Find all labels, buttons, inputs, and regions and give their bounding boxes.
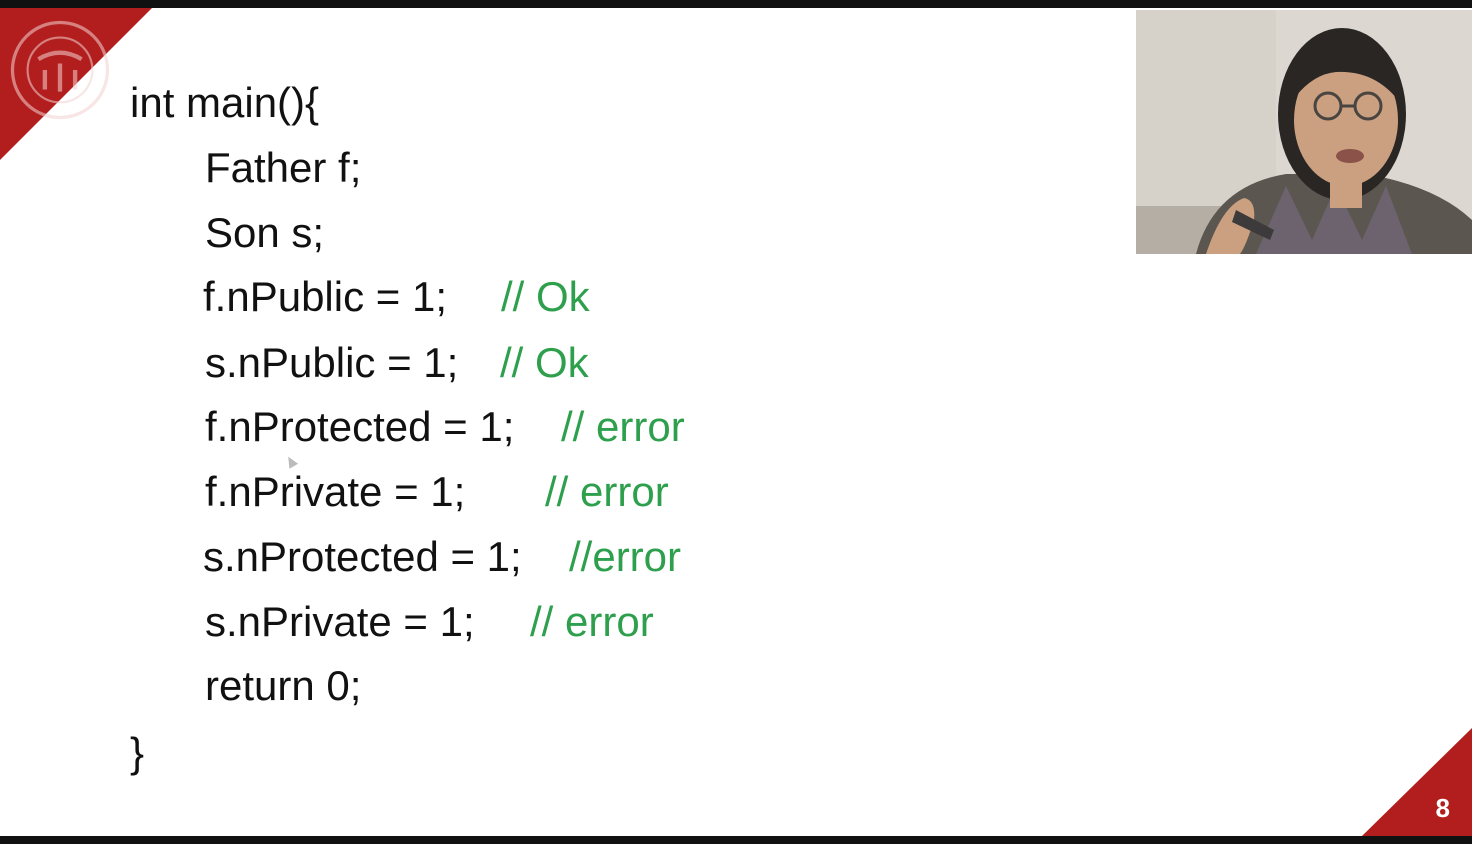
code-comment: //error (569, 533, 682, 580)
code-text: return 0; (205, 662, 362, 709)
code-comment: // error (561, 403, 685, 450)
code-text: s.nPublic = 1; (205, 339, 459, 386)
code-comment: // error (545, 468, 669, 515)
code-text: f.nPublic = 1; (203, 273, 447, 320)
code-line: f.nPublic = 1; // Ok (203, 273, 590, 320)
code-text: Son s; (205, 209, 325, 256)
webcam-video (1136, 10, 1472, 254)
code-line: Father f; (205, 147, 361, 189)
code-text: s.nProtected = 1; (203, 533, 522, 580)
code-text: Father f; (205, 144, 362, 191)
code-text: s.nPrivate = 1; (205, 598, 475, 645)
code-text: int main(){ (130, 79, 320, 126)
code-comment: // Ok (500, 339, 589, 386)
university-seal-icon (10, 20, 110, 120)
code-comment: // Ok (501, 273, 590, 320)
mouse-pointer-icon (283, 454, 299, 469)
code-text: f.nPrivate = 1; (205, 468, 466, 515)
presenter-video-frame (1136, 10, 1472, 254)
code-line: s.nProtected = 1; //error (203, 533, 681, 580)
code-line: s.nPrivate = 1; // error (205, 598, 654, 645)
code-text: } (130, 729, 145, 776)
slide-page-number: 8 (1435, 793, 1450, 823)
code-line: f.nPrivate = 1; // error (205, 468, 669, 515)
code-comment: // error (530, 598, 654, 645)
code-line: int main(){ (130, 82, 319, 124)
code-line: Son s; (205, 212, 324, 254)
slide: int main(){ Father f; Son s; f.nPublic =… (0, 8, 1472, 836)
code-line: s.nPublic = 1; // Ok (205, 339, 589, 386)
code-line: f.nProtected = 1; // error (205, 403, 685, 450)
code-line: return 0; (205, 665, 361, 707)
code-text: f.nProtected = 1; (205, 403, 515, 450)
corner-decoration-bottom-right (1362, 728, 1472, 836)
code-line: } (130, 732, 144, 774)
